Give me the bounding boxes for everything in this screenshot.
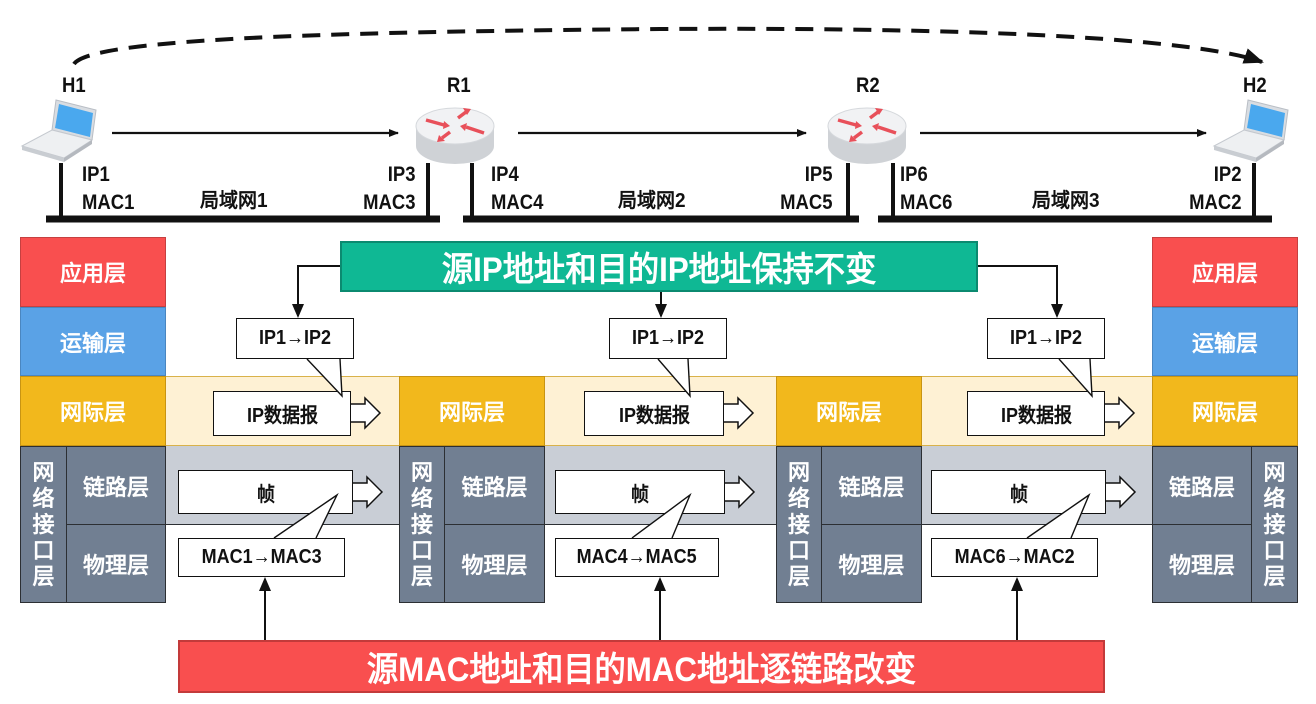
ni-char: 口 bbox=[1263, 537, 1286, 563]
r1-link-layer: 链路层 bbox=[444, 446, 545, 525]
h1-internet-layer: 网际层 bbox=[20, 376, 166, 446]
ni-char: 接 bbox=[787, 511, 810, 537]
h2-mac-label: MAC2 bbox=[1189, 191, 1242, 214]
laptop-icon-h2 bbox=[1212, 99, 1289, 162]
node-name-r1: R1 bbox=[447, 74, 471, 97]
h2-transport-layer: 运输层 bbox=[1152, 307, 1298, 376]
r2-right-ip-label: IP6 bbox=[900, 163, 928, 186]
h2-ip-label: IP2 bbox=[1214, 163, 1242, 186]
node-name-r2: R2 bbox=[856, 74, 880, 97]
banner-to-ip-callout-1 bbox=[292, 265, 340, 318]
ni-char: 层 bbox=[787, 563, 810, 589]
h1-mac-label: MAC1 bbox=[82, 191, 135, 214]
banner-to-ip-callout-3 bbox=[978, 265, 1063, 318]
r2-right-mac-label: MAC6 bbox=[900, 191, 953, 214]
ni-char: 层 bbox=[1263, 563, 1286, 589]
mac-changes-banner: 源MAC地址和目的MAC地址逐链路改变 bbox=[178, 640, 1105, 693]
h2-application-layer: 应用层 bbox=[1152, 237, 1298, 307]
r1-right-mac-label: MAC4 bbox=[491, 191, 544, 214]
r2-link-layer: 链路层 bbox=[821, 446, 922, 525]
ni-char: 口 bbox=[787, 537, 810, 563]
ni-char: 层 bbox=[32, 563, 55, 589]
h2-physical-layer: 物理层 bbox=[1152, 524, 1252, 603]
r2-left-mac-label: MAC5 bbox=[780, 191, 833, 214]
ni-char: 接 bbox=[32, 511, 55, 537]
r1-right-ip-label: IP4 bbox=[491, 163, 519, 186]
r1-internet-layer: 网际层 bbox=[399, 376, 545, 446]
h1-network-interface-layer: 网 络 接 口 层 bbox=[20, 446, 67, 603]
ni-char: 接 bbox=[410, 511, 433, 537]
ip-pair-callout-1: IP1→IP2 bbox=[236, 318, 354, 359]
ni-char: 网 bbox=[787, 459, 810, 485]
ip-datagram-box-1: IP数据报 bbox=[213, 391, 351, 436]
ni-char: 层 bbox=[410, 563, 433, 589]
h1-ip-label: IP1 bbox=[82, 163, 110, 186]
r2-left-ip-label: IP5 bbox=[805, 163, 833, 186]
r1-left-mac-label: MAC3 bbox=[363, 191, 416, 214]
ni-char: 口 bbox=[410, 537, 433, 563]
ni-char: 络 bbox=[32, 485, 55, 511]
ip-pair-callout-3: IP1→IP2 bbox=[987, 318, 1105, 359]
frame-box-3: 帧 bbox=[931, 470, 1106, 514]
frame-box-2: 帧 bbox=[555, 470, 725, 514]
h1-link-layer: 链路层 bbox=[66, 446, 166, 525]
lan1-label: 局域网1 bbox=[200, 190, 268, 212]
h2-internet-layer: 网际层 bbox=[1152, 376, 1298, 446]
ni-char: 接 bbox=[1263, 511, 1286, 537]
mac-pair-callout-2: MAC4→MAC5 bbox=[555, 538, 719, 577]
ni-char: 络 bbox=[787, 485, 810, 511]
ni-char: 网 bbox=[1263, 459, 1286, 485]
r1-physical-layer: 物理层 bbox=[444, 524, 545, 603]
mac-pair-callout-1: MAC1→MAC3 bbox=[178, 538, 345, 577]
h1-transport-layer: 运输层 bbox=[20, 307, 166, 376]
r2-physical-layer: 物理层 bbox=[821, 524, 922, 603]
router-icon-r2 bbox=[827, 107, 907, 164]
node-name-h1: H1 bbox=[62, 74, 86, 97]
r2-network-interface-layer: 网 络 接 口 层 bbox=[776, 446, 822, 603]
ip-pair-callout-2: IP1→IP2 bbox=[609, 318, 727, 359]
lan3-label: 局域网3 bbox=[1032, 190, 1100, 212]
r1-network-interface-layer: 网 络 接 口 层 bbox=[399, 446, 445, 603]
laptop-icon-h1 bbox=[20, 99, 97, 162]
ip-datagram-box-2: IP数据报 bbox=[584, 391, 724, 436]
ni-char: 络 bbox=[1263, 485, 1286, 511]
mac-pair-callout-3: MAC6→MAC2 bbox=[931, 538, 1098, 577]
h2-network-interface-layer: 网 络 接 口 层 bbox=[1251, 446, 1298, 603]
h1-application-layer: 应用层 bbox=[20, 237, 166, 307]
ni-char: 网 bbox=[410, 459, 433, 485]
frame-box-1: 帧 bbox=[178, 470, 353, 514]
h2-link-layer: 链路层 bbox=[1152, 446, 1252, 525]
r1-left-ip-label: IP3 bbox=[388, 163, 416, 186]
ip-unchanged-banner: 源IP地址和目的IP地址保持不变 bbox=[340, 241, 978, 292]
h1-physical-layer: 物理层 bbox=[66, 524, 166, 603]
ni-char: 络 bbox=[410, 485, 433, 511]
router-icon-r1 bbox=[415, 107, 495, 164]
ni-char: 网 bbox=[32, 459, 55, 485]
r2-internet-layer: 网际层 bbox=[776, 376, 922, 446]
ni-char: 口 bbox=[32, 537, 55, 563]
end-to-end-dashed-arrow bbox=[72, 26, 1264, 66]
ip-datagram-box-3: IP数据报 bbox=[967, 391, 1105, 436]
node-name-h2: H2 bbox=[1243, 74, 1267, 97]
lan2-label: 局域网2 bbox=[618, 190, 686, 212]
